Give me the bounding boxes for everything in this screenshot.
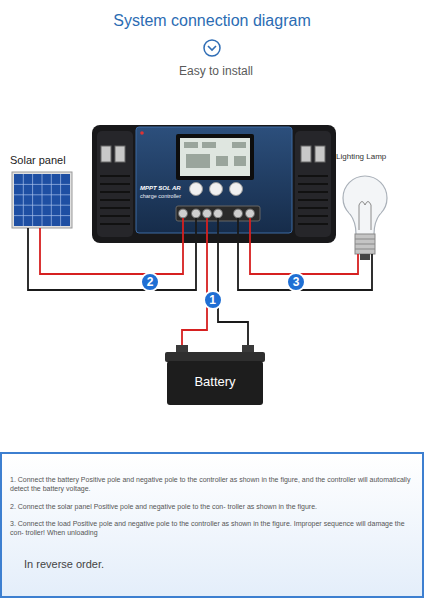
install-icon — [204, 40, 220, 56]
battery-drawing — [165, 345, 265, 405]
control-button — [210, 183, 223, 196]
battery-post — [242, 345, 254, 353]
control-button — [190, 183, 203, 196]
part-label: Battery — [165, 375, 265, 390]
filament — [359, 202, 371, 231]
lamp-drawing — [343, 176, 387, 262]
controller-model: charge controller — [140, 193, 336, 200]
base-tip — [360, 254, 370, 260]
lcd-screen — [180, 138, 250, 176]
callout-circle: 2 — [140, 272, 160, 292]
status-led — [140, 131, 144, 135]
bulb-neck-outline — [350, 214, 380, 234]
bulb-neck — [349, 212, 381, 234]
callout-number: 3 — [293, 276, 300, 288]
lighting-lamp: Lighting Lamp — [340, 165, 390, 262]
instruction-panel: 1. Connect the battery Positive pole and… — [0, 452, 424, 598]
front-panel — [136, 127, 292, 233]
battery-lid — [165, 352, 265, 362]
cell-grid — [14, 174, 70, 226]
positive-wire — [250, 245, 358, 274]
lcd-segments — [184, 142, 246, 168]
negative-wire — [218, 245, 248, 345]
icon-ring — [204, 40, 220, 56]
usb-port — [315, 146, 325, 162]
usb-port — [115, 146, 125, 162]
page-title: System connection diagram — [0, 12, 424, 30]
part-label: Solar panel — [10, 154, 70, 167]
usb-port — [101, 146, 111, 162]
base-threads — [355, 239, 375, 249]
controller-brand: MPPT SOL AR — [140, 185, 336, 193]
terminal-wire — [183, 218, 250, 245]
instruction-note: In reverse order. — [24, 558, 424, 571]
lamp-wire — [357, 254, 359, 262]
callout-circle: 3 — [286, 272, 306, 292]
solar-panel: Solar panel — [12, 172, 72, 228]
panel-cells — [14, 174, 70, 226]
instruction-step: 2. Connect the solar panel Positive pole… — [10, 503, 414, 512]
callout-number: 2 — [147, 276, 154, 288]
terminal-screws — [179, 209, 255, 218]
positive-wire — [40, 228, 183, 274]
negative-wire — [28, 228, 196, 290]
panel-frame — [12, 172, 72, 228]
control-button — [230, 183, 243, 196]
battery-post — [176, 345, 188, 353]
part-label: Lighting Lamp — [336, 152, 386, 162]
lamp-wire — [371, 254, 373, 262]
subtitle: Easy to install — [4, 64, 424, 78]
lamp-base — [355, 234, 375, 254]
icon-chevron — [208, 46, 216, 50]
wire-pair — [28, 228, 196, 290]
callout-number: 1 — [209, 294, 216, 306]
controller-housing — [92, 125, 336, 245]
housing-body — [92, 125, 336, 243]
instruction-step: 1. Connect the battery Positive pole and… — [10, 476, 414, 494]
terminal-wire — [196, 218, 238, 245]
battery: Battery — [165, 345, 265, 405]
usb-port — [301, 146, 311, 162]
solar-panel-drawing — [12, 172, 72, 228]
lcd-bezel — [176, 134, 254, 180]
charge-controller: MPPT SOL ARcharge controller — [92, 125, 336, 245]
instruction-step: 3. Connect the load Positive pole and ne… — [10, 520, 414, 538]
callout-circle: 1 — [203, 290, 223, 310]
